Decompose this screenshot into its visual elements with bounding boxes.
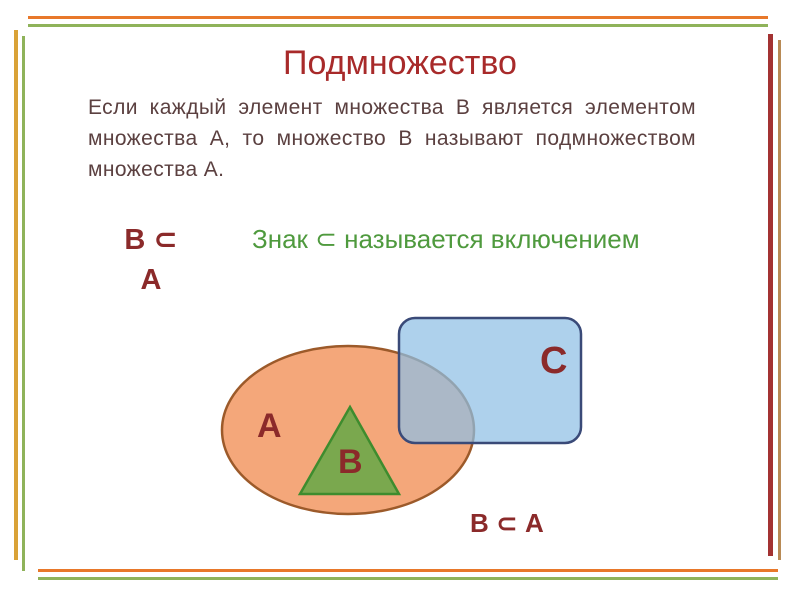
set-b-triangle (297, 404, 402, 496)
right-brown-rule (778, 40, 781, 560)
left-gold-rule (14, 30, 18, 560)
top-green-rule (28, 24, 768, 27)
top-orange-rule (28, 16, 768, 19)
subset-notation-bottom: В ⊂ А (470, 508, 544, 538)
subset-notation-left-line2: А (140, 264, 162, 296)
slide-title: Подмножество (283, 44, 517, 82)
bottom-orange-rule (38, 569, 778, 572)
left-green-rule (22, 36, 25, 571)
inclusion-sign-note: Знак ⊂ называется включением (252, 224, 640, 254)
set-a-label: А (257, 407, 282, 445)
subset-notation-left: В ⊂ А (110, 220, 192, 300)
bottom-green-rule (38, 577, 778, 580)
definition-text: Если каждый элемент множества В является… (88, 96, 696, 181)
right-red-rule (768, 34, 773, 556)
subset-notation-left-line1: В ⊂ (124, 224, 178, 256)
set-c-rectangle (397, 316, 583, 445)
set-b-label: В (338, 443, 363, 481)
set-c-label: С (540, 340, 567, 382)
